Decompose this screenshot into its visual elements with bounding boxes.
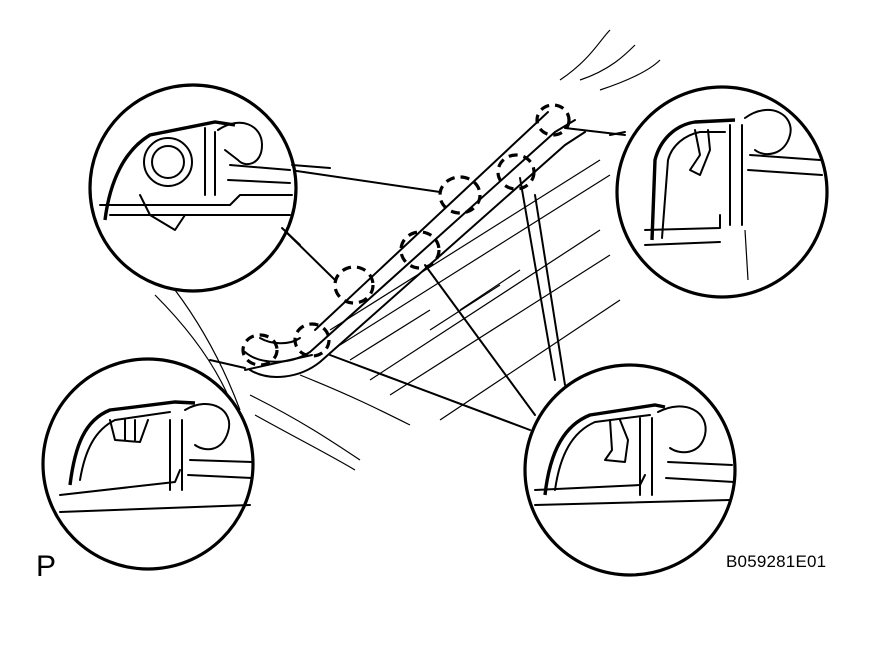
callout-connectors <box>209 131 626 369</box>
detail-callout-upper-left <box>88 83 298 293</box>
figure-code: B059281E01 <box>726 552 827 571</box>
vehicle-body-background <box>154 29 661 471</box>
clip-location-6 <box>496 153 536 191</box>
detail-callout-upper-right <box>615 85 829 299</box>
roof-molding-strip <box>244 111 586 378</box>
view-label: P <box>36 550 57 583</box>
clip-location-3 <box>333 265 375 305</box>
clip-location-4 <box>399 230 441 270</box>
detail-callout-lower-left <box>41 357 255 571</box>
clip-location-7 <box>535 103 571 137</box>
clip-location-1 <box>241 333 279 367</box>
clip-location-2 <box>293 322 331 358</box>
leader-lines <box>244 127 626 431</box>
clip-locations <box>241 103 571 367</box>
detail-callout-lower-right <box>523 363 737 577</box>
clip-location-5 <box>438 175 482 215</box>
